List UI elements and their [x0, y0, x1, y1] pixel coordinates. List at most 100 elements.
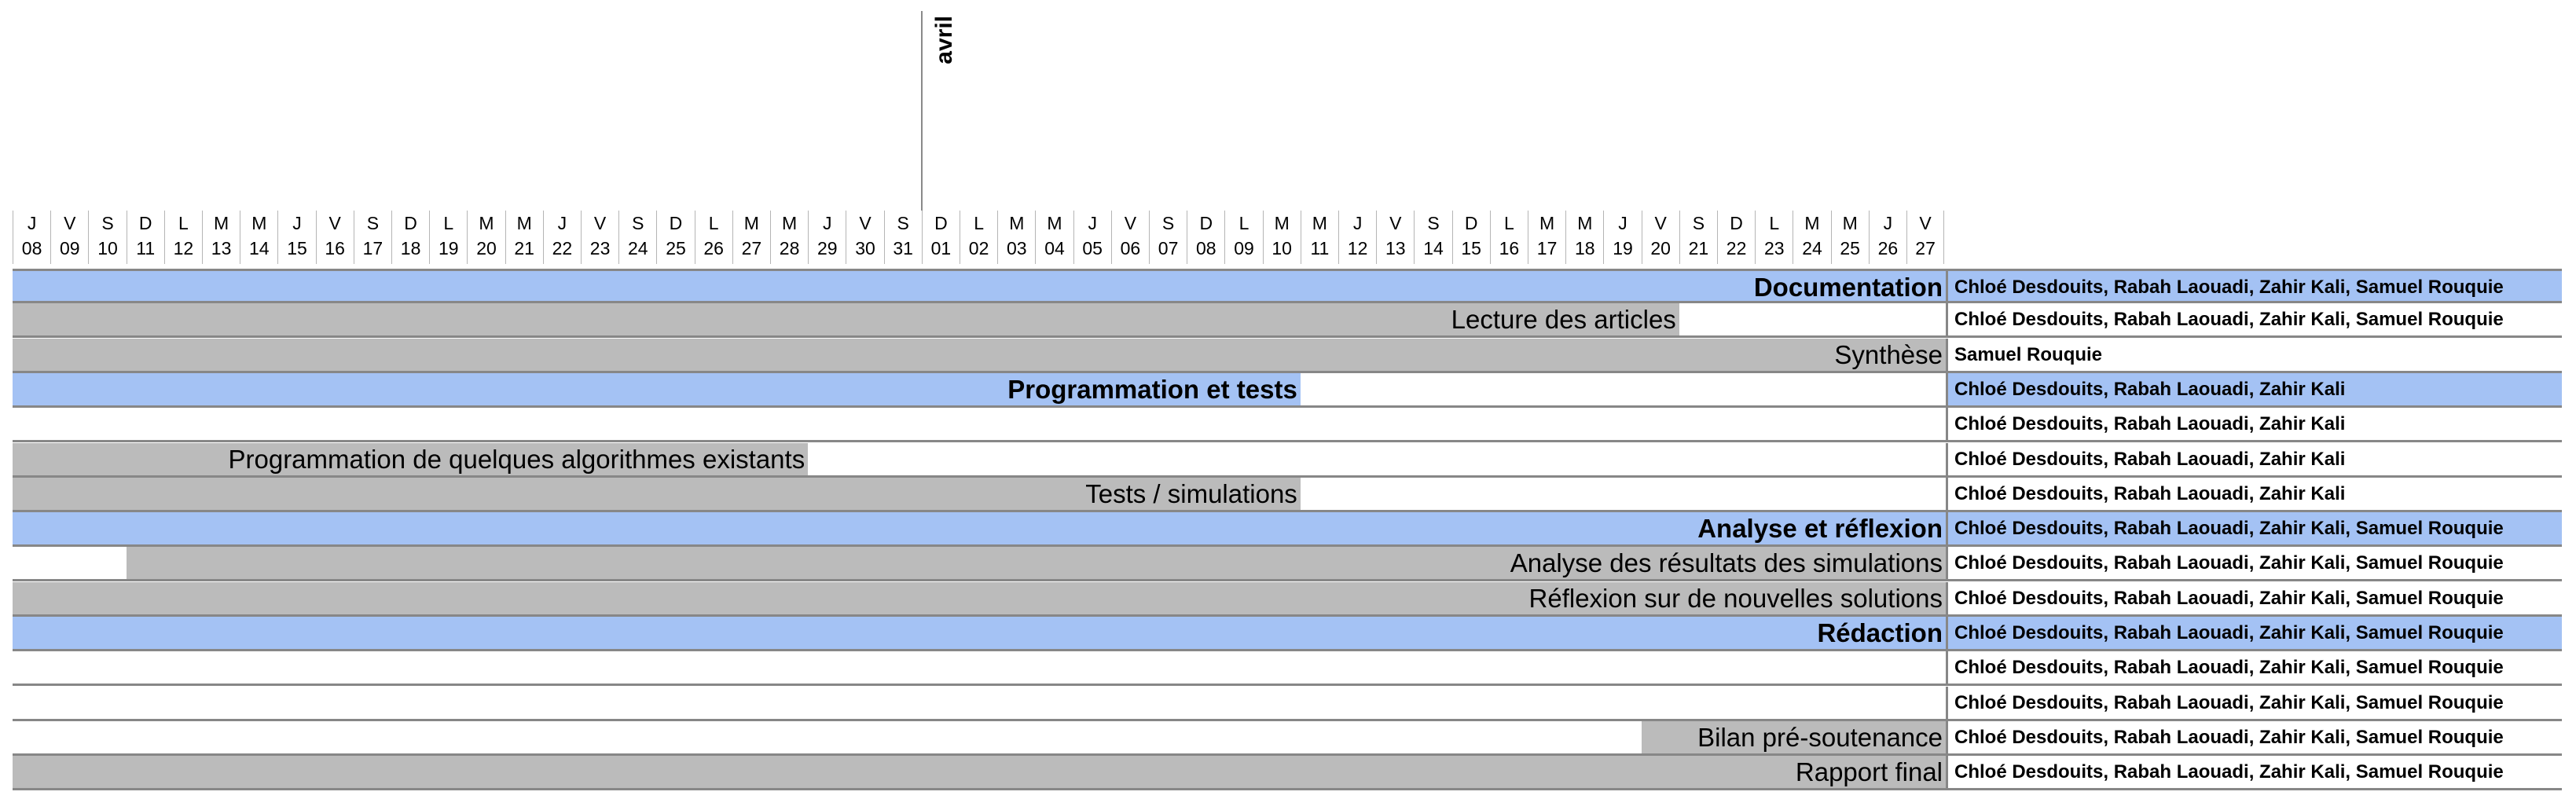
- day-letter: L: [1769, 213, 1780, 233]
- day-number: 07: [1158, 238, 1179, 258]
- task-bar[interactable]: [13, 756, 1946, 789]
- day-letter: D: [669, 213, 683, 233]
- day-letter: J: [292, 213, 302, 233]
- day-number: 17: [362, 238, 383, 258]
- day-column: M 10: [1262, 211, 1301, 264]
- day-letter: L: [974, 213, 984, 233]
- day-letter: S: [1427, 213, 1440, 233]
- day-column: S 14: [1414, 211, 1451, 264]
- day-column: V 27: [1906, 211, 1945, 264]
- day-letter: V: [64, 213, 76, 233]
- day-number: 25: [666, 238, 686, 258]
- day-number: 15: [287, 238, 307, 258]
- task-bar[interactable]: [13, 338, 1946, 371]
- day-number: 05: [1082, 238, 1103, 258]
- day-letter: M: [1312, 213, 1327, 233]
- day-letter: V: [1919, 213, 1932, 233]
- task-row[interactable]: Chloé Desdouits, Rabah Laouadi, Zahir Ka…: [13, 651, 2562, 687]
- group-bar[interactable]: [13, 512, 1946, 545]
- day-letter: J: [823, 213, 832, 233]
- day-number: 27: [1915, 238, 1936, 258]
- resources-cell: Chloé Desdouits, Rabah Laouadi, Zahir Ka…: [1946, 477, 2562, 510]
- resources-cell: Chloé Desdouits, Rabah Laouadi, Zahir Ka…: [1946, 581, 2562, 614]
- task-bar[interactable]: [1641, 720, 1946, 753]
- group-label: Rédaction: [1817, 618, 1943, 647]
- resources-cell: Chloé Desdouits, Rabah Laouadi, Zahir Ka…: [1946, 271, 2562, 301]
- day-number: 14: [1423, 238, 1444, 258]
- day-column: J 15: [277, 211, 315, 264]
- day-letter: J: [1883, 213, 1893, 233]
- day-letter: J: [1352, 213, 1363, 233]
- task-bar[interactable]: [13, 477, 1301, 510]
- day-number: 12: [1347, 238, 1368, 258]
- day-letter: S: [1692, 213, 1705, 233]
- task-row[interactable]: Chloé Desdouits, Rabah Laouadi, Zahir Ka…: [13, 408, 2562, 443]
- task-timeline: Programmation et tests: [13, 372, 1946, 405]
- day-column: S 17: [353, 211, 391, 264]
- day-number: 23: [589, 238, 611, 258]
- task-timeline: [13, 651, 1946, 684]
- resources-cell: Chloé Desdouits, Rabah Laouadi, Zahir Ka…: [1946, 408, 2562, 441]
- day-number: 08: [1195, 238, 1216, 258]
- task-bar[interactable]: [13, 581, 1946, 614]
- task-timeline: [13, 408, 1946, 440]
- day-letter: L: [1503, 213, 1514, 233]
- task-bar[interactable]: [126, 547, 1946, 580]
- day-number: 11: [1310, 238, 1330, 258]
- group-bar[interactable]: [13, 617, 1946, 649]
- day-letter: J: [1618, 213, 1627, 233]
- resources-cell: Chloé Desdouits, Rabah Laouadi, Zahir Ka…: [1946, 686, 2562, 719]
- task-bar[interactable]: [13, 442, 809, 475]
- day-number: 13: [1385, 238, 1406, 258]
- day-number: 13: [211, 238, 232, 258]
- task-row[interactable]: Chloé Desdouits, Rabah Laouadi, Zahir Ka…: [13, 686, 2562, 721]
- day-number: 09: [59, 238, 80, 258]
- day-number: 10: [97, 238, 118, 258]
- day-column: D 25: [656, 211, 694, 264]
- day-letter: V: [593, 213, 607, 233]
- day-number: 24: [627, 238, 648, 258]
- task-label: Réflexion sur de nouvelles solutions: [1528, 583, 1943, 613]
- day-number: 26: [703, 238, 724, 258]
- task-timeline: Rapport final: [13, 756, 1946, 789]
- day-number: 10: [1271, 238, 1292, 258]
- group-label: Programmation et tests: [1007, 374, 1297, 404]
- day-number: 31: [893, 238, 913, 258]
- day-number: 06: [1120, 238, 1141, 258]
- task-label: Programmation de quelques algorithmes ex…: [228, 444, 805, 474]
- task-bar[interactable]: [13, 303, 1679, 336]
- task-row[interactable]: Tests / simulations Chloé Desdouits, Raba…: [13, 477, 2562, 512]
- group-bar[interactable]: [13, 372, 1301, 405]
- day-letter: M: [743, 213, 759, 233]
- task-label: Tests / simulations: [1085, 478, 1297, 508]
- day-number: 21: [1688, 238, 1709, 258]
- task-timeline: Tests / simulations: [13, 477, 1946, 510]
- day-letter: M: [782, 213, 798, 233]
- day-letter: M: [1047, 213, 1062, 233]
- day-letter: M: [1274, 213, 1290, 233]
- day-letter: S: [366, 213, 380, 233]
- day-letter: M: [479, 213, 494, 233]
- group-bar[interactable]: [13, 271, 1946, 301]
- task-row[interactable]: Programmation de quelques algorithmes ex…: [13, 442, 2562, 478]
- day-letter: M: [1539, 213, 1555, 233]
